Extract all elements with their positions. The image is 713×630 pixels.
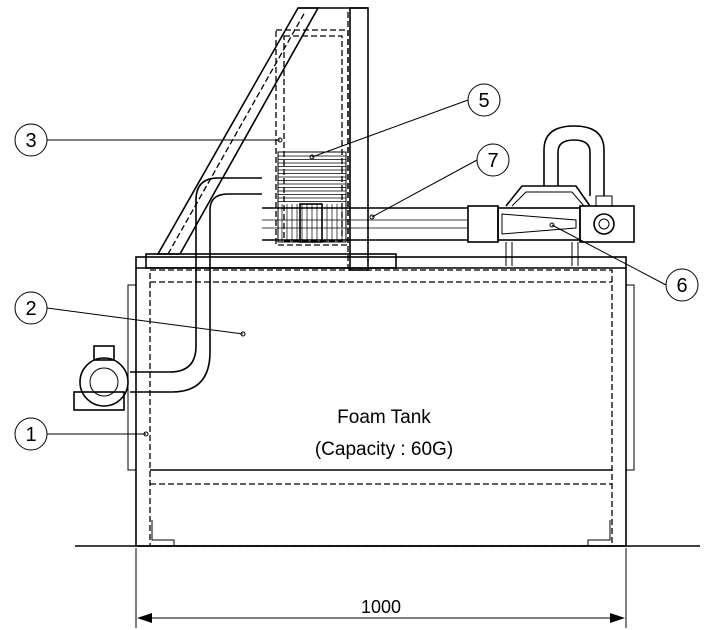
u-loop-pipe bbox=[543, 125, 605, 196]
proportioner bbox=[467, 185, 635, 266]
width-dimension: 1000 bbox=[135, 548, 627, 628]
callout-2-label: 2 bbox=[25, 298, 36, 320]
callout-2: 2 bbox=[14, 291, 48, 325]
strainer-mesh bbox=[277, 151, 347, 243]
leader-lines bbox=[46, 99, 667, 437]
callout-3: 3 bbox=[14, 123, 48, 157]
tank-frame bbox=[127, 256, 635, 547]
tank-name: Foam Tank bbox=[337, 407, 431, 428]
callout-3-label: 3 bbox=[25, 130, 36, 152]
pump bbox=[73, 345, 129, 411]
width-dimension-label: 1000 bbox=[361, 597, 401, 617]
callout-7: 7 bbox=[476, 143, 510, 177]
suction-pipe bbox=[130, 177, 262, 393]
callout-7-label: 7 bbox=[487, 150, 498, 172]
discharge-pipe bbox=[262, 207, 468, 241]
callout-1: 1 bbox=[14, 417, 48, 451]
callout-6-label: 6 bbox=[676, 275, 687, 297]
foam-cylinder bbox=[275, 29, 349, 246]
inclined-support bbox=[156, 7, 320, 255]
vertical-column bbox=[298, 7, 369, 271]
tank-capacity: (Capacity : 60G) bbox=[315, 439, 453, 460]
callout-5: 5 bbox=[467, 83, 501, 117]
callout-5-label: 5 bbox=[478, 90, 489, 112]
callout-1-label: 1 bbox=[25, 424, 36, 446]
callout-6: 6 bbox=[665, 268, 699, 302]
base-plate bbox=[145, 253, 397, 269]
